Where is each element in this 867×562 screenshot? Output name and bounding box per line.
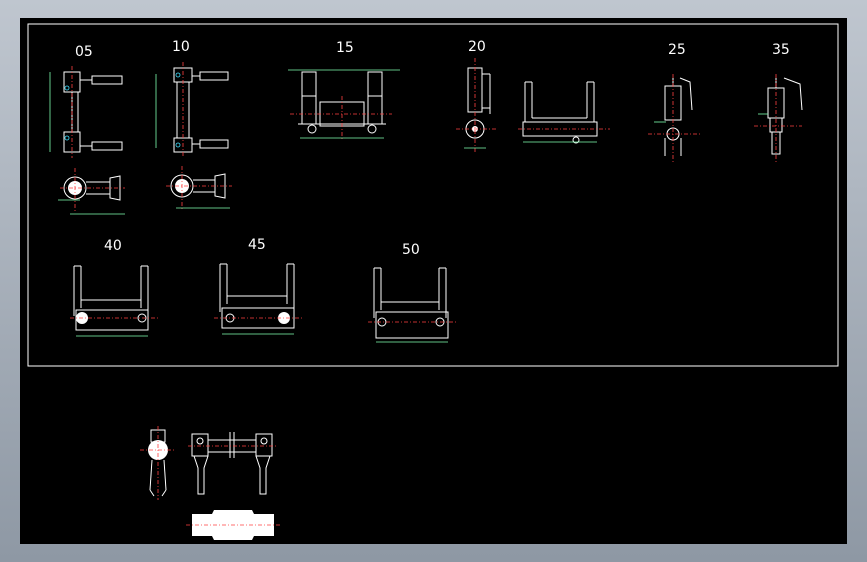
- part-front-view: [188, 432, 278, 495]
- view-40: [70, 265, 160, 337]
- view-45: [214, 263, 302, 335]
- op-label-45: 45: [248, 237, 266, 253]
- view-15: [288, 69, 400, 140]
- op-label-40: 40: [104, 238, 122, 254]
- view-20-side: [456, 58, 496, 153]
- view-10-side: [166, 166, 232, 210]
- op-label-15: 15: [336, 40, 354, 56]
- op-label-10: 10: [172, 39, 190, 55]
- view-05-front: [49, 66, 123, 158]
- view-20-front: [518, 81, 610, 144]
- part-side-view: [140, 426, 176, 500]
- op-label-35: 35: [772, 42, 790, 58]
- op-label-25: 25: [668, 42, 686, 58]
- op-label-50: 50: [402, 242, 420, 258]
- view-50: [368, 267, 456, 343]
- view-35: [754, 74, 803, 163]
- part-bottom-view: [186, 510, 282, 540]
- view-05-side: [58, 168, 125, 215]
- drawing-sheet: 05 10 15 20 25 35 40 45 50: [27, 23, 839, 540]
- op-label-05: 05: [75, 44, 93, 60]
- sheet-border: [27, 23, 839, 367]
- cad-canvas[interactable]: 05 10 15 20 25 35 40 45 50: [20, 18, 847, 544]
- op-label-20: 20: [468, 39, 486, 55]
- view-25: [648, 74, 700, 163]
- view-10-front: [155, 62, 229, 158]
